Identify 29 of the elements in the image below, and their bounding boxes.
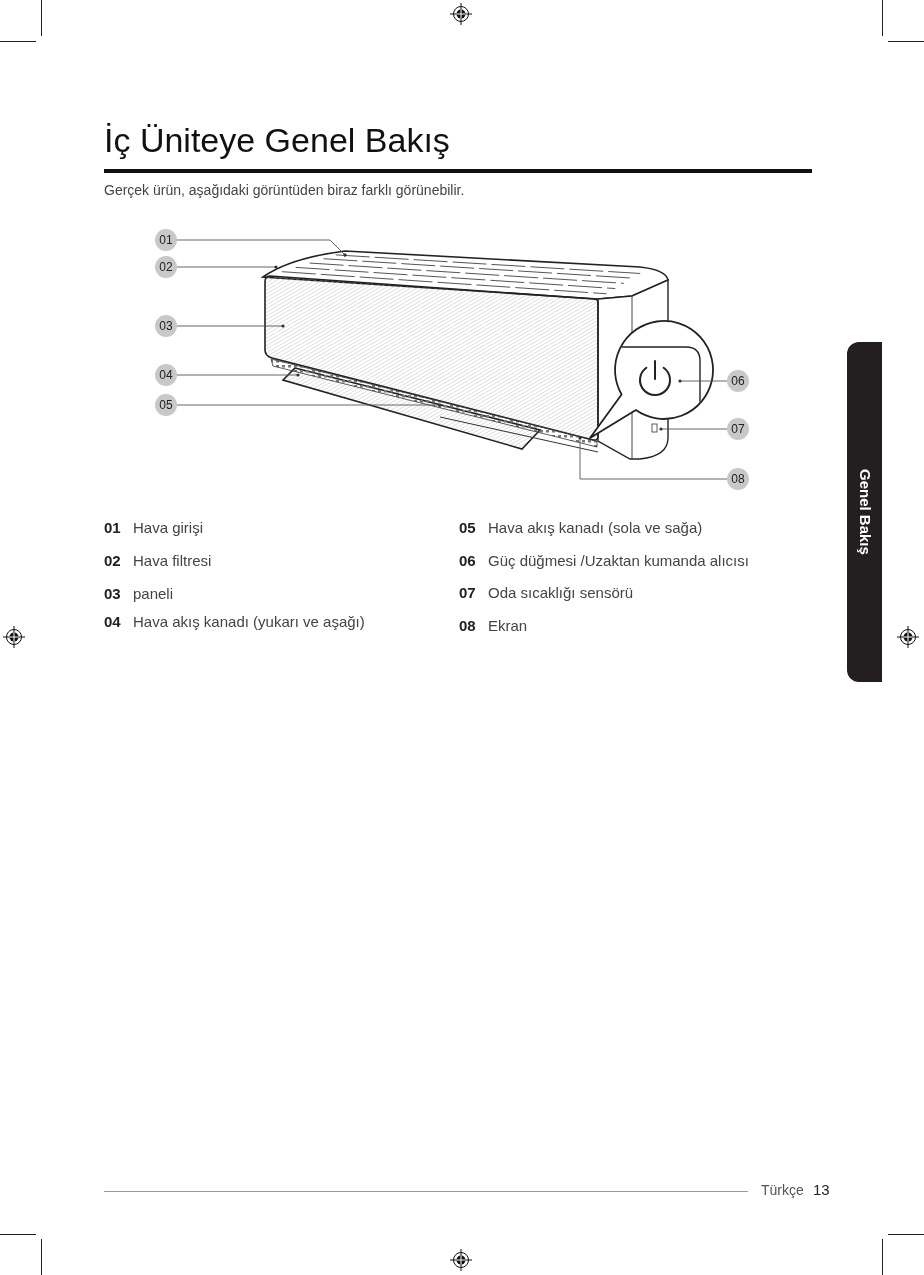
- part-name: Oda sıcaklığı sensörü: [488, 583, 634, 603]
- item-number: 01: [104, 518, 121, 538]
- item-number: 02: [104, 551, 121, 571]
- part-name: Hava akış kanadı (sola ve sağa): [488, 518, 703, 538]
- page-title: İç Üniteye Genel Bakış: [104, 120, 450, 161]
- section-title: Genel Bakış: [855, 469, 874, 555]
- part-name: Hava girişi: [133, 518, 204, 538]
- note-text: Gerçek ürün, aşağıdaki görüntüden biraz farklı görünebilir.: [104, 181, 465, 199]
- page-number: 13: [813, 1180, 830, 1200]
- callout-number: 01: [155, 229, 177, 251]
- part-name: paneli: [133, 584, 174, 604]
- item-number: 05: [459, 518, 476, 538]
- callout-number: 04: [155, 364, 177, 386]
- callout-number: 07: [727, 418, 749, 440]
- item-number: 07: [459, 583, 476, 603]
- item-number: 04: [104, 612, 121, 632]
- part-name: Ekran: [488, 616, 528, 636]
- item-number: 06: [459, 551, 476, 571]
- callout-number: 02: [155, 256, 177, 278]
- callout-number: 06: [727, 370, 749, 392]
- language-label: Türkçe: [761, 1181, 804, 1200]
- callout-number: 08: [727, 468, 749, 490]
- callout-number: 05: [155, 394, 177, 416]
- item-number: 03: [104, 584, 121, 604]
- part-name: Hava filtresi: [133, 551, 212, 571]
- item-number: 08: [459, 616, 476, 636]
- callout-number: 03: [155, 315, 177, 337]
- part-name: Hava akış kanadı (yukarı ve aşağı): [133, 612, 365, 632]
- part-name: Güç düğmesi /Uzaktan kumanda alıcısı: [488, 551, 749, 571]
